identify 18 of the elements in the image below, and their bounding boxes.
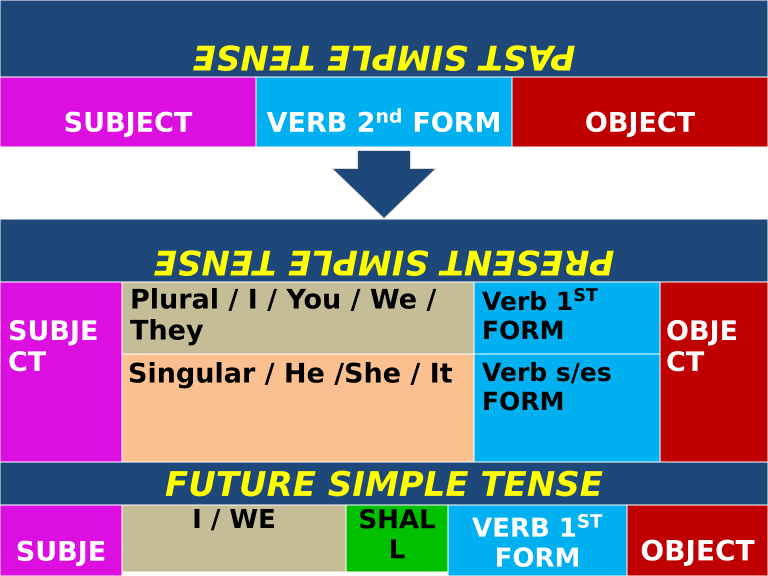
table-cell: OBJE CT	[660, 282, 768, 462]
table-cell: VERB 1$^{ST}$ FORM	[448, 504, 628, 576]
title-banner: PAST SIMPLE TENSE	[0, 0, 768, 78]
table-cell: VERB 2$^{nd}$ FORM	[256, 76, 512, 148]
table-cell: SUBJE CT	[0, 282, 122, 462]
table-cell: Singular / He /She / It	[122, 354, 474, 462]
table-cell: Plural / I / You / We / They	[122, 282, 474, 354]
table-cell: OBJECT	[626, 504, 768, 576]
table-cell: I / WE	[122, 504, 346, 572]
table-cell: Verb 1$^{ST}$ FORM	[474, 282, 660, 354]
block-arrow	[330, 150, 438, 220]
title-banner: FUTURE SIMPLE TENSE	[0, 462, 768, 506]
table-cell: Verb s/es FORM	[474, 354, 660, 462]
table-cell: SUBJE	[0, 504, 122, 576]
table-cell: SUBJECT	[0, 76, 256, 148]
title-banner: PRESENT SIMPLE TENSE	[0, 218, 768, 282]
table-cell: SHAL L	[346, 504, 448, 572]
table-cell: OBJECT	[512, 76, 768, 148]
